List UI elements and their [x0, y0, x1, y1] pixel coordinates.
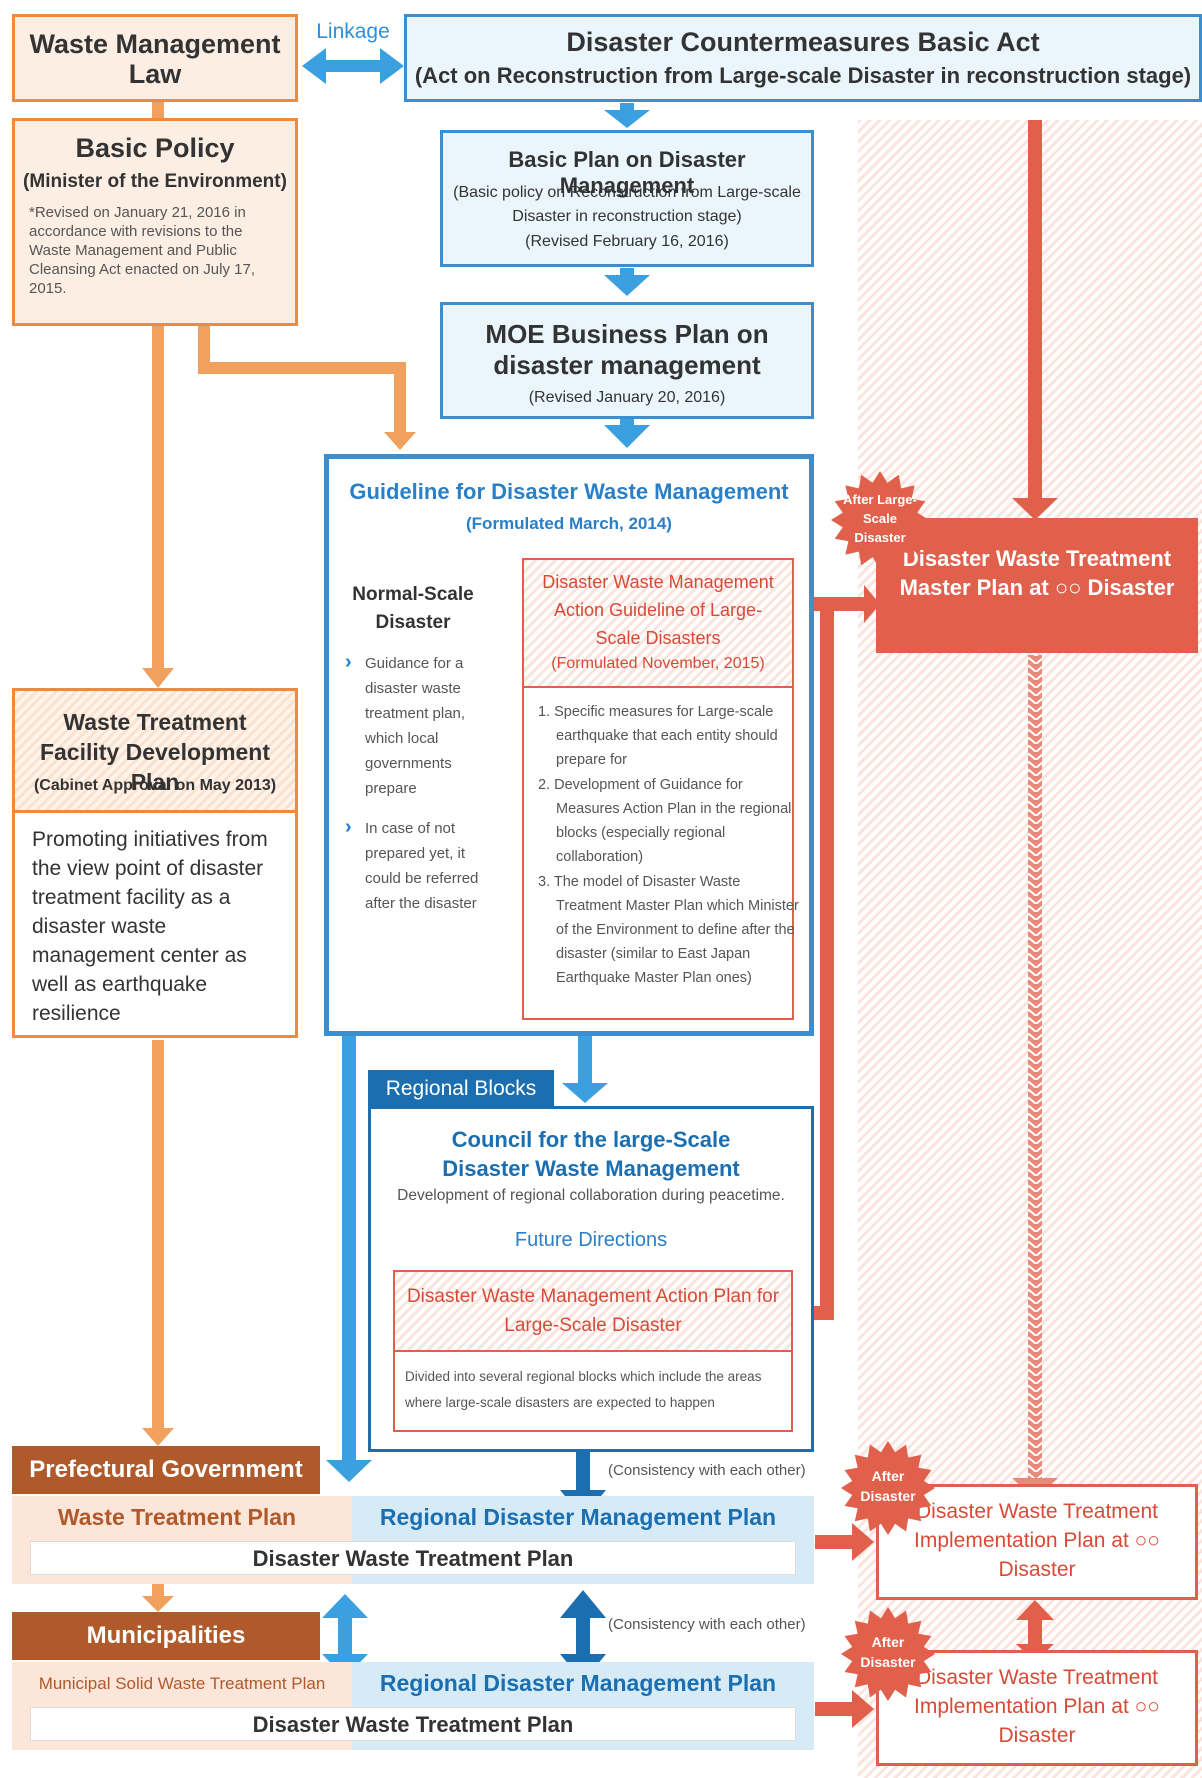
muni-solid-waste-plan: Municipal Solid Waste Treatment Plan — [38, 1674, 326, 1693]
wtfdp-title: Waste Treatment Facility Development Pla… — [39, 709, 271, 795]
basic-plan-revised: (Revised February 16, 2016) — [525, 233, 729, 250]
municipalities-header: Municipalities — [12, 1612, 320, 1660]
normal-bullet-1-text: Guidance for a disaster waste treatment … — [365, 655, 466, 797]
action-plan-title: Disaster Waste Management Action Plan fo… — [406, 1286, 780, 1336]
after-disaster-badge-1: After Disaster — [840, 1440, 936, 1536]
orange-arrowhead-wtfdp — [142, 668, 174, 688]
regional-blocks-tab: Regional Blocks — [368, 1070, 554, 1108]
action-guideline-box: Disaster Waste Management Action Guideli… — [522, 558, 799, 1020]
waste-management-law-title: Waste Management Law — [29, 29, 281, 89]
blue-connector-guideline-pref — [342, 1034, 356, 1462]
basic-plan-box: Basic Plan on Disaster Management (Basic… — [440, 130, 814, 267]
after-disaster-badge-2: After Disaster — [840, 1606, 936, 1702]
action-guideline-title: Disaster Waste Management Action Guideli… — [542, 572, 774, 648]
orange-connector-wml-bp — [152, 100, 164, 118]
muni-regional-disaster-plan: Regional Disaster Management Plan — [379, 1670, 777, 1696]
implementation-plan-box-1: Disaster Waste Treatment Implementation … — [876, 1484, 1198, 1600]
pref-disaster-waste-plan: Disaster Waste Treatment Plan — [30, 1541, 796, 1575]
disaster-countermeasures-act-box: Disaster Countermeasures Basic Act (Act … — [404, 14, 1202, 102]
muni-consistency-label: (Consistency with each other) — [608, 1616, 806, 1633]
orange-connector-bp-guideline-b — [198, 362, 406, 374]
action-item-1: 1. Specific measures for Large-scale ear… — [538, 704, 778, 768]
guideline-formulated: (Formulated March, 2014) — [466, 514, 672, 533]
red-connector-act-master — [1028, 120, 1042, 500]
waste-management-law-box: Waste Management Law — [12, 14, 298, 102]
linkage-arrow-shaft — [322, 60, 386, 72]
wtfdp-header: Waste Treatment Facility Development Pla… — [15, 691, 295, 813]
after-large-scale-disaster-badge: After Large-Scale Disaster — [830, 470, 930, 570]
council-title: Council for the large-Scale Disaster Was… — [442, 1127, 740, 1181]
normal-bullet-2-text: In case of not prepared yet, it could be… — [365, 820, 479, 912]
pref-plan-band: Waste Treatment Plan Regional Disaster M… — [12, 1496, 814, 1584]
basic-plan-sub: (Basic policy on Reconstruction from Lar… — [453, 184, 801, 225]
linkage-arrowhead-right — [380, 48, 404, 84]
badge-3-text: After Disaster — [860, 1634, 916, 1670]
basic-policy-note: *Revised on January 21, 2016 in accordan… — [29, 204, 255, 297]
linkage-label: Linkage — [316, 20, 390, 43]
impl-plan-1-title: Disaster Waste Treatment Implementation … — [914, 1500, 1160, 1581]
starburst-icon — [840, 1606, 936, 1702]
council-dev: Development of regional collaboration du… — [397, 1187, 785, 1204]
moe-title: MOE Business Plan on disaster management — [485, 319, 769, 380]
orange-connector-bp-guideline-c — [394, 362, 406, 432]
muni-disaster-waste-plan: Disaster Waste Treatment Plan — [30, 1707, 796, 1741]
action-plan-box: Disaster Waste Management Action Plan fo… — [393, 1270, 793, 1432]
wtfdp-box: Waste Treatment Facility Development Pla… — [12, 688, 298, 1038]
moe-business-plan-box: MOE Business Plan on disaster management… — [440, 302, 814, 419]
orange-arrowhead-guideline — [384, 432, 416, 450]
prefectural-government-header: Prefectural Government — [12, 1446, 320, 1494]
action-guideline-formulated: (Formulated November, 2015) — [551, 655, 765, 672]
basic-plan-title: Basic Plan on Disaster Management — [508, 147, 746, 198]
starburst-icon — [831, 471, 929, 569]
badge-2-text: After Disaster — [860, 1468, 916, 1504]
regional-blocks-box: Council for the large-Scale Disaster Was… — [368, 1106, 814, 1452]
future-directions: Future Directions — [514, 1229, 668, 1251]
muni-plan-band: Municipal Solid Waste Treatment Plan Reg… — [12, 1662, 814, 1750]
normal-bullet-2: › In case of not prepared yet, it could … — [345, 816, 485, 916]
act-subtitle: (Act on Reconstruction from Large-scale … — [414, 63, 1192, 88]
pref-regional-disaster-plan: Regional Disaster Management Plan — [379, 1504, 777, 1530]
orange-connector-bp-guideline-a — [198, 325, 210, 373]
implementation-plan-box-2: Disaster Waste Treatment Implementation … — [876, 1650, 1198, 1766]
act-title: Disaster Countermeasures Basic Act — [566, 27, 1040, 57]
normal-scale-title: Normal-Scale Disaster — [352, 584, 474, 633]
linkage-arrowhead-left — [302, 48, 326, 84]
orange-arrowhead-pref — [142, 1428, 174, 1446]
basic-policy-sub: (Minister of the Environment) — [23, 171, 287, 192]
action-item-3: 3. The model of Disaster Waste Treatment… — [538, 874, 799, 986]
chevron-right-icon: › — [345, 816, 352, 838]
action-item-2: 2. Development of Guidance for Measures … — [538, 777, 792, 865]
wtfdp-body: Promoting initiatives from the view poin… — [32, 828, 268, 1025]
master-plan-box: Disaster Waste Treatment Master Plan at … — [876, 518, 1198, 653]
action-guideline-header: Disaster Waste Management Action Guideli… — [524, 560, 792, 688]
moe-revised: (Revised January 20, 2016) — [528, 389, 726, 406]
wtfdp-sub: (Cabinet Approval on May 2013) — [33, 777, 277, 794]
basic-policy-box: Basic Policy (Minister of the Environmen… — [12, 118, 298, 326]
orange-connector-wtfdp-pref — [152, 1040, 164, 1430]
orange-connector-pref-muni — [152, 1584, 164, 1598]
impl-plan-2-title: Disaster Waste Treatment Implementation … — [914, 1666, 1160, 1747]
orange-connector-bp-wtfdp — [152, 325, 164, 670]
basic-policy-title: Basic Policy — [75, 133, 235, 163]
orange-arrowhead-muni — [142, 1596, 174, 1612]
chevron-right-icon: › — [345, 651, 352, 673]
pref-waste-treatment-plan: Waste Treatment Plan — [57, 1504, 297, 1530]
starburst-icon — [840, 1440, 936, 1536]
action-plan-divided: Divided into several regional blocks whi… — [405, 1369, 762, 1410]
blue-arrowhead-pref — [326, 1460, 372, 1482]
master-plan-title: Disaster Waste Treatment Master Plan at … — [899, 546, 1175, 600]
normal-bullet-1: › Guidance for a disaster waste treatmen… — [345, 651, 485, 801]
guideline-title: Guideline for Disaster Waste Management — [349, 479, 789, 504]
badge-1-text: After Large-Scale Disaster — [843, 492, 917, 545]
guideline-box: Guideline for Disaster Waste Management … — [324, 454, 814, 1036]
pref-consistency-label: (Consistency with each other) — [608, 1462, 806, 1479]
action-plan-header: Disaster Waste Management Action Plan fo… — [395, 1272, 791, 1352]
